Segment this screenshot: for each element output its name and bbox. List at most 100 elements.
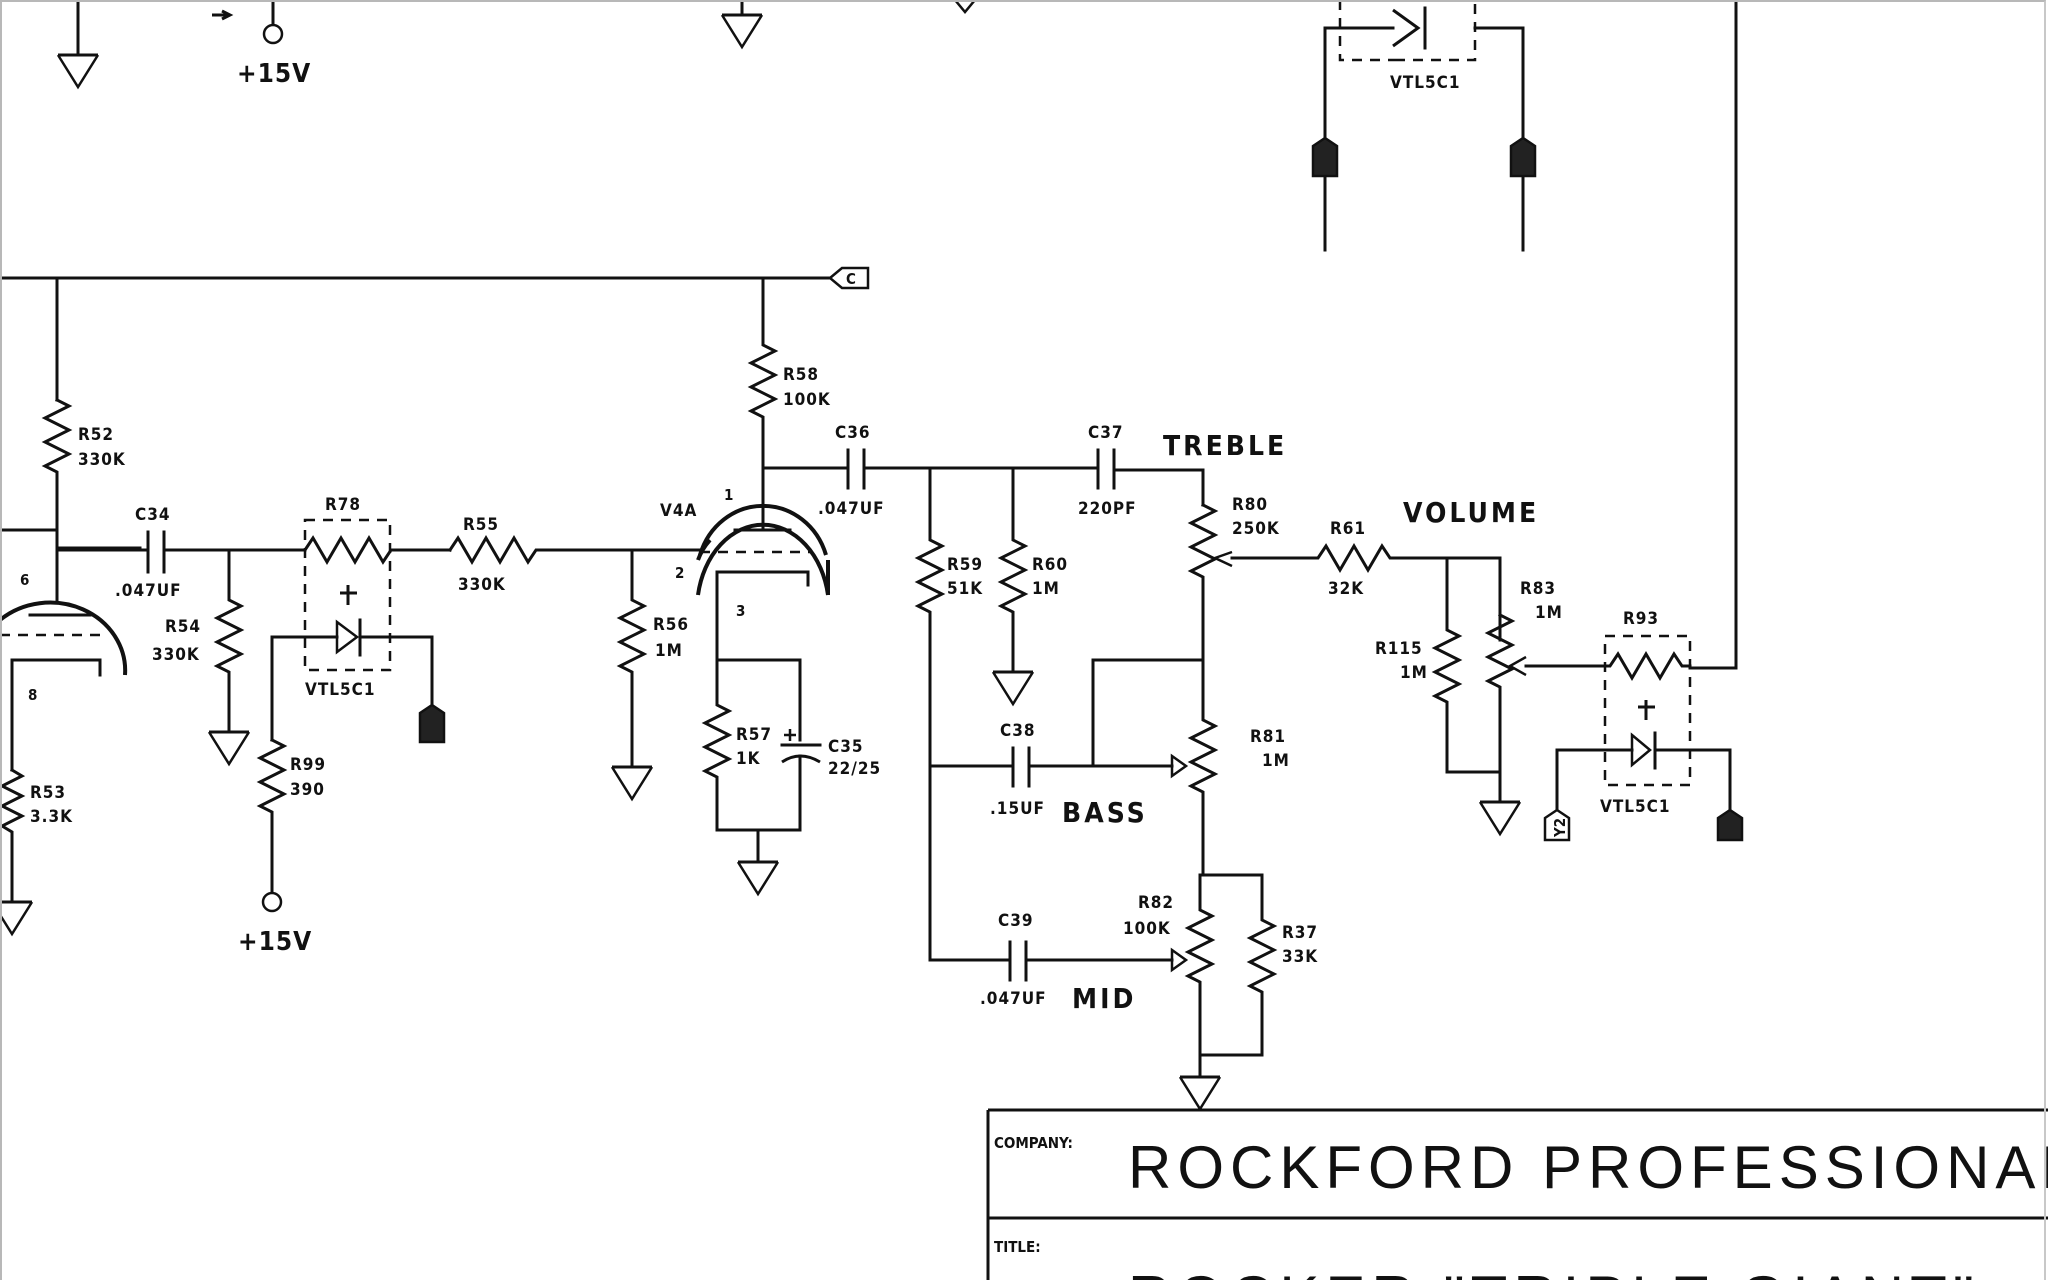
resistor-r115: R115 1M	[1375, 556, 1502, 774]
svg-text:100K: 100K	[1123, 919, 1171, 939]
capacitor-c36: C36 .047UF	[761, 423, 1097, 519]
svg-text:.047UF: .047UF	[115, 581, 182, 601]
resistor-r61: R61 32K VOLUME	[1230, 496, 1539, 642]
power-label: +15V	[238, 927, 312, 957]
svg-text:R37: R37	[1282, 923, 1318, 943]
capacitor-c37: C37 220PF TREBLE	[1078, 423, 1287, 519]
potentiometer-r82: R82 100K	[1123, 873, 1216, 1057]
resistor-r54: R54 330K	[152, 548, 251, 766]
potentiometer-r83: R83 1M	[1478, 579, 1563, 836]
svg-text:1M: 1M	[1032, 579, 1060, 599]
svg-text:C38: C38	[1000, 721, 1036, 741]
svg-text:.047UF: .047UF	[980, 989, 1047, 1009]
power-label: +15V	[237, 59, 311, 89]
svg-text:1M: 1M	[1400, 663, 1428, 683]
title-block: COMPANY: ROCKFORD PROFESSIONAL TITLE: RO…	[986, 1108, 2048, 1285]
svg-text:1K: 1K	[736, 749, 761, 769]
svg-text:R56: R56	[653, 615, 689, 635]
svg-text:8: 8	[28, 686, 37, 704]
svg-text:390: 390	[290, 780, 325, 800]
optocoupler-r93: R93 VTL5C1 Y2	[1524, 609, 1744, 842]
potentiometer-r80: R80 250K	[1187, 495, 1279, 662]
cathode-network: R57 1K C35 22/25	[701, 658, 880, 896]
svg-text:R58: R58	[783, 365, 819, 385]
svg-text:.047UF: .047UF	[818, 499, 885, 519]
svg-text:C36: C36	[835, 423, 871, 443]
svg-text:3.3K: 3.3K	[30, 807, 73, 827]
ground-symbol	[720, 0, 764, 49]
svg-text:R60: R60	[1032, 555, 1068, 575]
vacuum-tube-left: R52 330K 6 8 R53 3.3K	[0, 276, 142, 936]
resistor-r58: R58 100K	[747, 276, 831, 532]
ground-symbol	[56, 0, 100, 89]
connector-y1	[1716, 808, 1744, 842]
svg-text:R55: R55	[463, 515, 499, 535]
svg-text:330K: 330K	[152, 645, 200, 665]
svg-text:R81: R81	[1250, 727, 1286, 747]
svg-text:C: C	[846, 270, 856, 288]
resistor-r60: R60 1M	[991, 466, 1068, 706]
svg-text:R59: R59	[947, 555, 983, 575]
ground-symbol	[954, 0, 976, 14]
resistor-r55: R55 330K	[447, 515, 702, 595]
capacitor-c38: C38 .15UF BASS	[928, 658, 1205, 829]
tube-ref: V4A	[660, 501, 697, 521]
svg-text:R93: R93	[1623, 609, 1659, 629]
svg-text:C35: C35	[828, 737, 864, 757]
bass-label: BASS	[1062, 796, 1148, 829]
svg-text:100K: 100K	[783, 390, 831, 410]
company-label: COMPANY:	[994, 1134, 1073, 1152]
svg-text:VTL5C1: VTL5C1	[1600, 797, 1671, 817]
svg-text:C39: C39	[998, 911, 1034, 931]
svg-text:C34: C34	[135, 505, 171, 525]
svg-text:VTL5C1: VTL5C1	[305, 680, 376, 700]
connector-y2	[1311, 136, 1339, 178]
company-name: ROCKFORD PROFESSIONAL	[1128, 1134, 2048, 1201]
bus-wire	[1688, 0, 1738, 670]
volume-label: VOLUME	[1403, 496, 1539, 529]
svg-text:3: 3	[736, 602, 745, 620]
resistor-r56: R56 1M	[610, 548, 689, 801]
svg-text:220PF: 220PF	[1078, 499, 1137, 519]
svg-text:1M: 1M	[655, 641, 683, 661]
svg-text:2: 2	[675, 564, 684, 582]
svg-text:R83: R83	[1520, 579, 1556, 599]
power-terminal-top: +15V	[212, 0, 311, 89]
svg-text:33K: 33K	[1282, 947, 1318, 967]
drawing-title: ROCKER "TRIPLE GIANT"	[1128, 1264, 1980, 1280]
svg-text:R115: R115	[1375, 639, 1423, 659]
connector-y2: Y2	[1543, 808, 1571, 842]
vtl-label: VTL5C1	[1390, 73, 1461, 93]
capacitor-c34: C34 .047UF	[55, 505, 307, 601]
svg-text:330K: 330K	[458, 575, 506, 595]
svg-text:Y2: Y2	[1551, 818, 1569, 838]
svg-text:1M: 1M	[1535, 603, 1563, 623]
treble-label: TREBLE	[1163, 429, 1287, 462]
svg-text:R78: R78	[325, 495, 361, 515]
svg-text:R82: R82	[1138, 893, 1174, 913]
connector-y2	[1509, 136, 1537, 178]
svg-text:51K: 51K	[947, 579, 983, 599]
connector-y2	[418, 703, 446, 744]
svg-text:330K: 330K	[78, 450, 126, 470]
svg-text:R99: R99	[290, 755, 326, 775]
svg-text:R54: R54	[165, 617, 201, 637]
svg-text:R61: R61	[1330, 519, 1366, 539]
capacitor-c39: C39 .047UF MID	[928, 911, 1189, 1015]
svg-text:6: 6	[20, 571, 29, 589]
svg-text:R57: R57	[736, 725, 772, 745]
resistor-r37: R37 33K	[1178, 873, 1318, 1111]
arrow-icon	[212, 9, 234, 21]
connector-c: C	[828, 266, 870, 290]
svg-text:R80: R80	[1232, 495, 1268, 515]
svg-text:R53: R53	[30, 783, 66, 803]
title-label: TITLE:	[994, 1238, 1041, 1256]
resistor-r59: R59 51K	[914, 466, 1012, 962]
svg-text:32K: 32K	[1328, 579, 1364, 599]
resistor-r99: R99 390 +15V	[238, 737, 326, 957]
potentiometer-r81: R81 1M	[1187, 658, 1289, 877]
mid-label: MID	[1072, 982, 1136, 1015]
svg-text:1: 1	[724, 486, 733, 504]
